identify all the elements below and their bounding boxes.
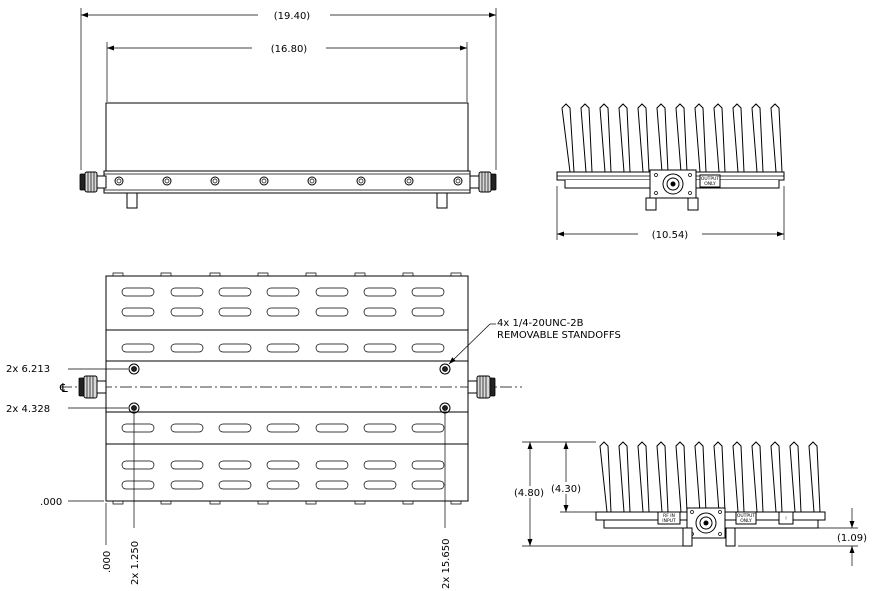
width-label: (10.54) [652,230,689,241]
standoff-callout-line1: 4x 1/4-20UNC-2B [497,318,584,329]
top-view: (19.40) (16.80) [79,8,497,209]
output-connector [662,173,684,195]
callout-leader [448,323,491,365]
output-label-tag [735,511,757,525]
ordinate-x-right: 2x 15.650 [441,539,452,589]
side-heatsink-fins [599,441,821,513]
arrowhead-left [81,12,88,18]
overall-height-label: (4.80) [514,488,544,499]
standoff-foot [687,197,699,211]
plan-left-connector [78,375,107,399]
input-label-tag [657,511,681,525]
vent-slots [121,287,445,490]
ordinate-x-zero: .000 [102,551,113,573]
standoff-foot [725,527,736,547]
warning-label [778,511,794,525]
arrowhead-right [489,12,496,18]
svg-text:OUTPUT: OUTPUT [737,513,756,519]
svg-text:OUTPUT: OUTPUT [701,176,720,182]
left-rf-connector [79,171,107,193]
svg-text:RF IN: RF IN [663,513,675,519]
svg-text:ONLY: ONLY [704,181,716,187]
fin-height-label: (4.30) [551,484,581,495]
standoff-foot [436,192,448,209]
end-view: OUTPUT ONLY (10.54) [556,103,785,241]
standoff-callout-line2: REMOVABLE STANDOFFS [497,330,621,341]
svg-text:!: ! [785,516,787,522]
standoff-foot [126,192,138,209]
heatsink-fins [561,103,784,173]
plan-right-connector [467,375,496,399]
plan-body-outline [105,275,469,502]
edge-tabs [112,272,462,505]
ordinate-y-upper: 2x 6.213 [6,364,50,375]
standoff-foot [645,197,657,211]
svg-text:INPUT: INPUT [662,518,676,524]
standoff-foot [682,527,693,547]
body-length-label: (16.80) [271,44,308,55]
arrowhead-left [107,45,114,51]
rail-screws [114,176,463,186]
centerline-symbol: ℄ [59,381,68,395]
output-label-tag [699,174,721,188]
side-connector [695,512,717,534]
overall-length-label: (19.40) [274,11,311,22]
ordinate-y-lower: 2x 4.328 [6,404,50,415]
svg-text:ONLY: ONLY [740,518,752,524]
side-view: RF IN INPUT OUTPUT ONLY ! (4.80) (4.30) [512,441,872,566]
ordinate-x-left: 2x 1.250 [130,541,141,585]
heatsink-body [105,102,469,174]
right-rf-connector [469,171,497,193]
standoffs [128,363,451,414]
ordinate-y-zero: .000 [40,497,62,508]
arrowhead-right [460,45,467,51]
plan-view: ℄ 4x 1/4-20UNC-2B REMOVABLE STANDOFFS [6,272,621,589]
base-height-label: (1.09) [837,533,867,544]
